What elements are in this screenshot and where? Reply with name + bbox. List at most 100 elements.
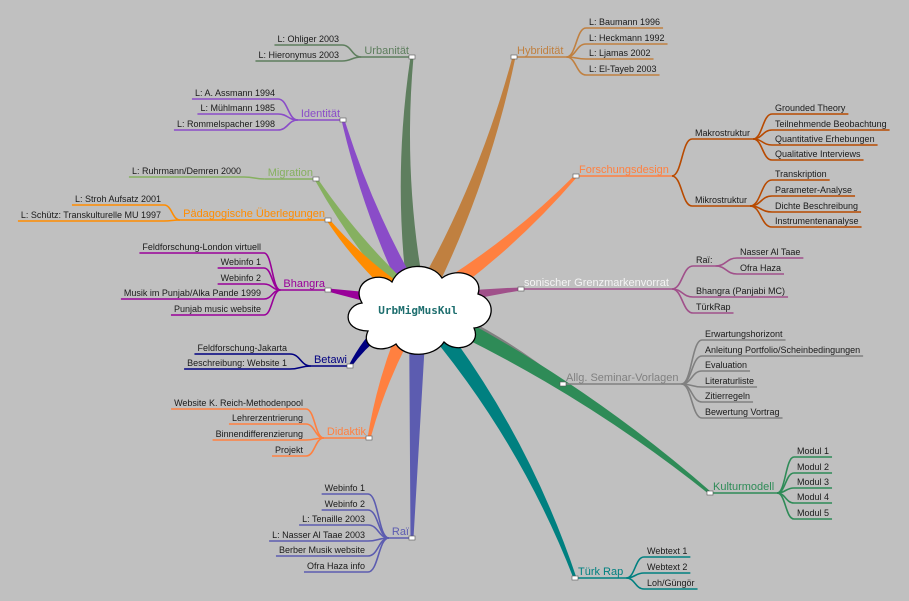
branch-tuerkrap-leaf[interactable]: Webtext 2 <box>647 562 687 572</box>
group-label[interactable]: Raï: <box>696 255 713 265</box>
branch-paedagogik-handle[interactable] <box>324 217 332 223</box>
branch-grenzmarken-handle[interactable] <box>517 286 525 292</box>
branch-betawi-handle[interactable] <box>346 363 354 369</box>
branch-seminar-leaf[interactable]: Bewertung Vortrag <box>705 407 780 417</box>
branch-hybriditaet-leaf[interactable]: L: El-Tayeb 2003 <box>589 64 657 74</box>
branch-paedagogik-leaf[interactable]: L: Stroh Aufsatz 2001 <box>75 194 161 204</box>
branch-forschungsdesign-handle[interactable] <box>572 173 580 179</box>
branch-urbanitaet-leaf[interactable]: L: Hieronymus 2003 <box>258 50 339 60</box>
branch-identitaet-leaf-connector <box>277 119 298 131</box>
branch-urbanitaet-handle[interactable] <box>408 54 416 60</box>
branch-rai-handle[interactable] <box>408 535 416 541</box>
branch-betawi-label[interactable]: Betawi <box>314 354 347 366</box>
group-item[interactable]: Dichte Beschreibung <box>775 201 858 211</box>
group-item[interactable]: Qualitative Interviews <box>775 149 861 159</box>
branch-seminar-label[interactable]: Allg. Seminar-Vorlagen <box>566 372 679 384</box>
branch-migration-label[interactable]: Migration <box>268 167 313 179</box>
branch-seminar-leaf[interactable]: Zitierregeln <box>705 391 750 401</box>
branch-identitaet-leaf[interactable]: L: Rommelspacher 1998 <box>177 119 275 129</box>
group-label[interactable]: Makrostruktur <box>695 128 750 138</box>
branch-kulturmodell-leaf[interactable]: Modul 5 <box>797 508 829 518</box>
branch-urbanitaet-leaf[interactable]: L: Ohliger 2003 <box>277 34 339 44</box>
branch-kulturmodell-leaf[interactable]: Modul 3 <box>797 477 829 487</box>
branch-grenzmarken-label[interactable]: sonischer Grenzmarkenvorrat <box>524 277 669 289</box>
branch-rai-leaf[interactable]: Webinfo 1 <box>325 483 365 493</box>
branch-didaktik-label[interactable]: Didaktik <box>327 426 367 438</box>
group-label[interactable]: Mikrostruktur <box>695 195 747 205</box>
branch-bhangra-leaf[interactable]: Webinfo 1 <box>221 257 261 267</box>
branch-rai-label[interactable]: Raï <box>392 526 410 538</box>
group-item-connector <box>752 138 773 161</box>
branch-bhangra-leaf[interactable]: Feldforschung-London virtuell <box>142 242 261 252</box>
group-item[interactable]: Teilnehmende Beobachtung <box>775 119 887 129</box>
branch-seminar-leaf[interactable]: Anleitung Portfolio/Scheinbedingungen <box>705 345 860 355</box>
branch-didaktik-leaf[interactable]: Binnendifferenzierung <box>216 429 303 439</box>
branch-tuerkrap-leaf[interactable]: Loh/Güngör <box>647 578 695 588</box>
branch-urbanitaet-leaf-connector <box>341 44 362 58</box>
group-item[interactable]: Grounded Theory <box>775 103 846 113</box>
branch-hybriditaet-label[interactable]: Hybridität <box>517 45 563 57</box>
branch-paedagogik-label[interactable]: Pädagogische Überlegungen <box>183 208 325 220</box>
central-topic-node[interactable]: UrbMigMusKul <box>347 265 492 355</box>
branch-grenzmarken-leaf[interactable]: Bhangra (Panjabi MC) <box>696 286 785 296</box>
branch-hybriditaet-leaf[interactable]: L: Heckmann 1992 <box>589 33 665 43</box>
branch-kulturmodell-ribbon <box>413 298 711 495</box>
branch-rai-leaf[interactable]: Berber Musik website <box>279 545 365 555</box>
branch-rai-leaf-connector <box>367 537 390 573</box>
branch-seminar-leaf[interactable]: Literaturliste <box>705 376 754 386</box>
branch-hybriditaet-leaf[interactable]: L: Ljamas 2002 <box>589 48 651 58</box>
group-item[interactable]: Ofra Haza <box>740 263 781 273</box>
group-item[interactable]: Nasser Al Taae <box>740 247 800 257</box>
branch-seminar-handle[interactable] <box>559 381 567 387</box>
branch-bhangra-handle[interactable] <box>324 287 332 293</box>
branch-kulturmodell-leaf[interactable]: Modul 4 <box>797 492 829 502</box>
branch-tuerkrap-leaf-connector <box>626 572 645 579</box>
branch-didaktik-leaf[interactable]: Projekt <box>275 445 304 455</box>
branch-bhangra-leaf[interactable]: Musik im Punjab/Alka Pande 1999 <box>124 288 261 298</box>
branch-tuerkrap-leaf[interactable]: Webtext 1 <box>647 546 687 556</box>
group-item-connector <box>715 265 738 275</box>
branch-identitaet-leaf[interactable]: L: Mühlmann 1985 <box>200 103 275 113</box>
branch-bhangra-leaf[interactable]: Punjab music website <box>174 304 261 314</box>
branch-didaktik-leaf-connector <box>305 437 325 457</box>
branch-identitaet-leaf[interactable]: L: A. Assmann 1994 <box>195 88 275 98</box>
branch-bhangra-label[interactable]: Bhangra <box>283 278 325 290</box>
branch-migration-handle[interactable] <box>312 176 320 182</box>
group-item[interactable]: Quantitative Erhebungen <box>775 134 875 144</box>
branch-kulturmodell-leaf[interactable]: Modul 2 <box>797 462 829 472</box>
group-item-connector <box>749 179 773 207</box>
branch-seminar-leaf[interactable]: Erwartungshorizont <box>705 329 783 339</box>
branch-tuerkrap-handle[interactable] <box>571 575 579 581</box>
branch-betawi-leaf[interactable]: Beschreibung: Website 1 <box>187 358 287 368</box>
branch-betawi-leaf[interactable]: Feldforschung-Jakarta <box>197 343 287 353</box>
branch-rai-leaf[interactable]: Webinfo 2 <box>325 499 365 509</box>
branch-bhangra-leaf[interactable]: Webinfo 2 <box>221 273 261 283</box>
branch-rai-leaf[interactable]: Ofra Haza info <box>307 561 365 571</box>
group-item[interactable]: Transkription <box>775 169 827 179</box>
branch-identitaet-label[interactable]: Identität <box>301 108 340 120</box>
group-item[interactable]: Parameter-Analyse <box>775 185 852 195</box>
central-topic-label[interactable]: UrbMigMusKul <box>378 304 457 317</box>
branch-kulturmodell-leaf-connector <box>776 492 795 520</box>
branch-seminar-leaf[interactable]: Evaluation <box>705 360 747 370</box>
branch-identitaet-handle[interactable] <box>339 117 347 123</box>
branch-rai-leaf[interactable]: L: Tenaille 2003 <box>302 514 365 524</box>
branch-kulturmodell-handle[interactable] <box>706 490 714 496</box>
branch-paedagogik-leaf[interactable]: L: Schütz: Transkulturelle MU 1997 <box>21 210 161 220</box>
branch-grenzmarken-leaf[interactable]: TürkRap <box>696 302 731 312</box>
branch-forschungsdesign-label[interactable]: Forschungsdesign <box>579 164 669 176</box>
group-item[interactable]: Instrumentenanalyse <box>775 216 859 226</box>
branch-kulturmodell-leaf[interactable]: Modul 1 <box>797 446 829 456</box>
branch-didaktik-leaf[interactable]: Lehrerzentrierung <box>232 413 303 423</box>
branch-migration-leaf[interactable]: L: Ruhrmann/Demren 2000 <box>132 166 241 176</box>
branch-urbanitaet-ribbon <box>400 56 427 307</box>
branch-urbanitaet-label[interactable]: Urbanität <box>364 45 409 57</box>
branch-didaktik-leaf[interactable]: Website K. Reich-Methodenpool <box>174 398 303 408</box>
branch-didaktik-handle[interactable] <box>365 435 373 441</box>
branch-kulturmodell-label[interactable]: Kulturmodell <box>713 481 774 493</box>
branch-hybriditaet-leaf[interactable]: L: Baumann 1996 <box>589 17 660 27</box>
branch-hybriditaet-handle[interactable] <box>510 54 518 60</box>
branch-tuerkrap-label[interactable]: Türk Rap <box>578 566 623 578</box>
branch-rai-leaf[interactable]: L: Nasser Al Taae 2003 <box>272 530 365 540</box>
